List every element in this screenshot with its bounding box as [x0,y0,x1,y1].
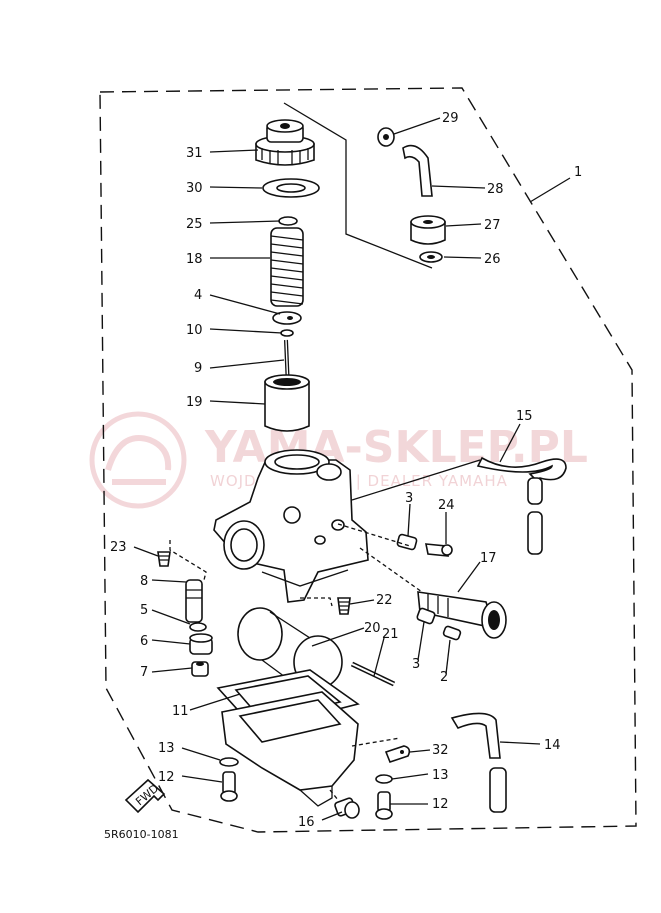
part-14-drain-tube [450,712,507,813]
label-part-22: 22 [376,593,393,608]
watermark-logo-mark [105,435,172,485]
label-part-13-right: 13 [432,768,449,783]
part-labels: 31 30 25 18 4 10 9 19 29 28 27 26 1 15 3… [110,111,582,830]
leader-lines [133,117,571,821]
part-15-overflow-tube [476,456,567,555]
part-17-starter-plunger [417,591,507,639]
part-26-washer [419,251,443,263]
label-part-17: 17 [480,551,497,566]
part-21-pin [350,661,396,687]
part-27-boot [410,215,446,245]
part-4-plate [272,311,302,325]
part-24-screw [425,543,453,557]
carburetor-body [213,449,369,603]
label-part-32: 32 [432,743,449,758]
part-10-clip [280,329,294,337]
fwd-label: FWD [133,782,161,808]
label-part-10: 10 [186,323,203,338]
part-22-jet [337,597,351,615]
label-part-5: 5 [140,603,148,618]
label-part-12-right: 12 [432,797,449,812]
label-part-19: 19 [186,395,203,410]
label-part-6: 6 [140,634,148,649]
label-part-3-lower: 3 [412,657,420,672]
label-part-15: 15 [516,409,533,424]
dashed-relation-lines [169,523,423,801]
label-part-27: 27 [484,218,501,233]
label-part-24: 24 [438,498,455,513]
label-part-18: 18 [186,252,203,267]
float-bowl [221,691,359,807]
label-part-2: 2 [440,670,448,685]
label-part-14: 14 [544,738,561,753]
label-part-30: 30 [186,181,203,196]
part-5-washer [189,622,207,632]
part-2-screw [442,625,462,641]
label-part-13-left: 13 [158,741,175,756]
cable-assembly-line [283,102,433,269]
label-part-23: 23 [110,540,127,555]
part-31-cap [255,119,315,166]
label-part-28: 28 [487,182,504,197]
part-28-cable-tube [402,144,433,197]
label-part-4: 4 [194,288,202,303]
label-part-1: 1 [574,165,582,180]
label-part-16: 16 [298,815,315,830]
part-18-spring [270,227,304,307]
part-3-screw-lower [416,607,436,625]
part-12-screw-right [375,791,393,820]
assembly-boundary [99,87,637,833]
drawing-code: 5R6010-1081 [104,828,179,841]
label-part-21: 21 [382,627,399,642]
part-32-clamp [384,745,411,763]
part-13-washer-left [219,757,239,767]
label-part-26: 26 [484,252,501,267]
label-part-25: 25 [186,217,203,232]
part-12-screw-left [220,771,238,802]
part-19-throttle-valve [264,374,310,432]
part-16-drain-screw [334,797,360,819]
part-23-jet [157,551,171,567]
label-part-20: 20 [364,621,381,636]
label-part-9: 9 [194,361,202,376]
part-25-clip [278,216,298,226]
part-7-main-jet [191,661,209,677]
label-part-11: 11 [172,704,189,719]
part-30-gasket [262,178,320,198]
label-part-7: 7 [140,665,148,680]
label-part-8: 8 [140,574,148,589]
part-13-washer-right [375,774,393,784]
label-part-31: 31 [186,146,203,161]
label-part-12-left: 12 [158,770,175,785]
part-6-holder [189,633,213,655]
part-29-nut [377,127,395,147]
part-8-needle-jet [185,579,203,623]
part-3-screw-upper [396,533,418,551]
label-part-29: 29 [442,111,459,126]
label-part-3-upper: 3 [405,491,413,506]
watermark-logo [89,411,187,509]
